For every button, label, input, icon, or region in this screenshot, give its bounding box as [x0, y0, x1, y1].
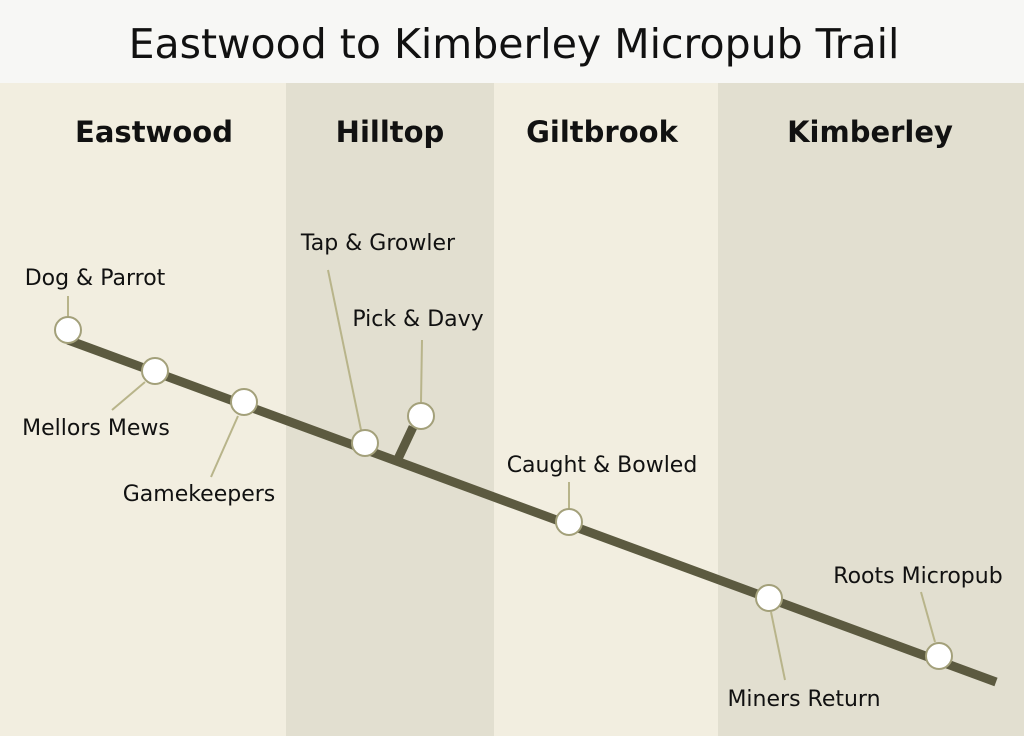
- stop-roots-micropub[interactable]: [925, 642, 953, 670]
- stop-gamekeepers[interactable]: [230, 388, 258, 416]
- area-label-hilltop: Hilltop: [336, 115, 445, 149]
- leader-mellors-mews: [111, 381, 146, 411]
- stop-dog-parrot[interactable]: [54, 316, 82, 344]
- leader-pick-davy: [420, 339, 423, 403]
- area-label-giltbrook: Giltbrook: [526, 115, 678, 149]
- leader-roots-micropub: [920, 591, 936, 643]
- zone-hilltop: [286, 83, 494, 736]
- stop-label-miners-return: Miners Return: [727, 687, 880, 712]
- stop-label-gamekeepers: Gamekeepers: [123, 482, 276, 507]
- stop-caught-bowled[interactable]: [555, 508, 583, 536]
- stop-pick-davy[interactable]: [407, 402, 435, 430]
- zone-giltbrook: [494, 83, 718, 736]
- stop-miners-return[interactable]: [755, 584, 783, 612]
- leader-tap-growler: [327, 269, 362, 431]
- stop-label-pick-davy: Pick & Davy: [352, 307, 483, 332]
- stop-label-mellors-mews: Mellors Mews: [22, 416, 170, 441]
- stop-label-tap-growler: Tap & Growler: [300, 231, 456, 256]
- trail-track: [66, 335, 998, 687]
- stop-tap-growler[interactable]: [351, 429, 379, 457]
- stop-mellors-mews[interactable]: [141, 357, 169, 385]
- area-label-kimberley: Kimberley: [787, 115, 953, 149]
- header-background: [0, 0, 1024, 83]
- stop-label-caught-bowled: Caught & Bowled: [507, 453, 698, 478]
- stop-label-roots-micropub: Roots Micropub: [833, 564, 1002, 589]
- map-title: Eastwood to Kimberley Micropub Trail: [129, 20, 900, 68]
- trail-branch: [392, 425, 418, 463]
- stop-label-dog-parrot: Dog & Parrot: [25, 266, 166, 291]
- area-label-eastwood: Eastwood: [75, 115, 233, 149]
- leader-miners-return: [770, 611, 786, 681]
- zone-kimberley: [718, 83, 1024, 736]
- leader-gamekeepers: [210, 415, 239, 478]
